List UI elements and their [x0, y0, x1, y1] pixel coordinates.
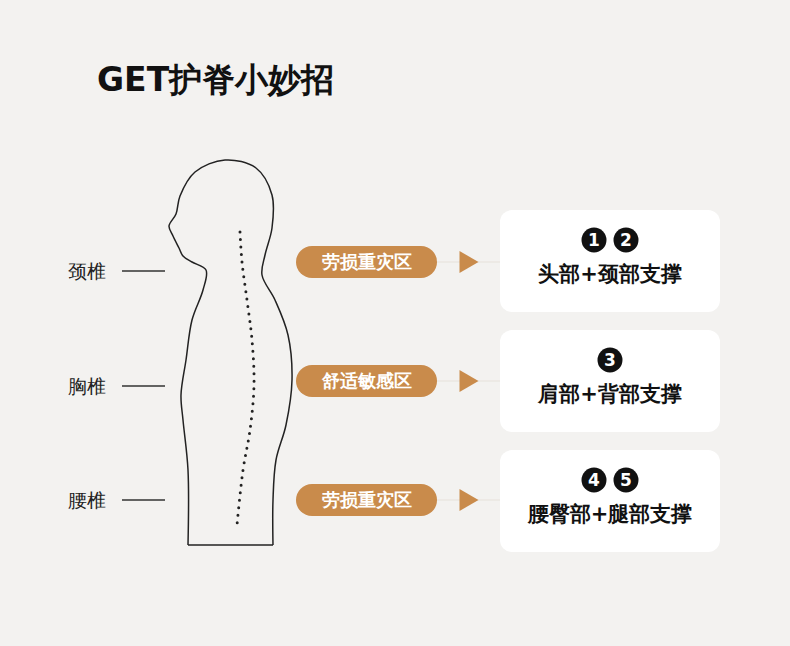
support-label: 头部+颈部支撑: [500, 260, 720, 288]
body-outline: [188, 544, 273, 546]
spine-label: 胸椎: [68, 374, 106, 400]
arrow-connector: [437, 251, 500, 273]
zone-badge: 舒适敏感区: [296, 365, 437, 397]
spine-label: 颈椎: [68, 259, 106, 285]
body-outline: [169, 160, 292, 545]
callout-number: 1: [581, 227, 607, 253]
number-circle: 5: [613, 467, 639, 493]
support-box: 腰臀部+腿部支撑 45: [500, 450, 720, 552]
circle-shape: [598, 348, 623, 373]
title: GET护脊小妙招: [97, 58, 334, 103]
zone-badge: 劳损重灾区: [296, 246, 437, 278]
arrowhead: [460, 370, 479, 392]
arrowhead: [460, 489, 479, 511]
spine-dots: [237, 232, 254, 525]
zone-label: 劳损重灾区: [308, 250, 425, 274]
zone-label: 舒适敏感区: [308, 369, 425, 393]
number-circle: 3: [597, 347, 623, 373]
arrow-connector: [437, 370, 500, 392]
circle-shape: [582, 468, 607, 493]
number-circle: 2: [613, 227, 639, 253]
number-circle: 1: [581, 227, 607, 253]
support-label: 腰臀部+腿部支撑: [500, 500, 720, 528]
circle-shape: [582, 228, 607, 253]
zone-label: 劳损重灾区: [308, 488, 425, 512]
callout-number: 4: [581, 467, 607, 493]
spine-label: 腰椎: [68, 488, 106, 514]
support-label: 肩部+背部支撑: [500, 380, 720, 408]
number-circle: 4: [581, 467, 607, 493]
circle-shape: [614, 468, 639, 493]
callout-number: 3: [597, 347, 623, 373]
zone-badge: 劳损重灾区: [296, 484, 437, 516]
leader-line: [122, 385, 165, 386]
leader-line: [122, 270, 165, 271]
callout-number: 5: [613, 467, 639, 493]
leader-line: [122, 499, 165, 500]
arrow-connector: [437, 489, 500, 511]
circle-shape: [614, 228, 639, 253]
support-box: 头部+颈部支撑 12: [500, 210, 720, 312]
callout-number: 2: [613, 227, 639, 253]
arrowhead: [460, 251, 479, 273]
support-box: 肩部+背部支撑 3: [500, 330, 720, 432]
